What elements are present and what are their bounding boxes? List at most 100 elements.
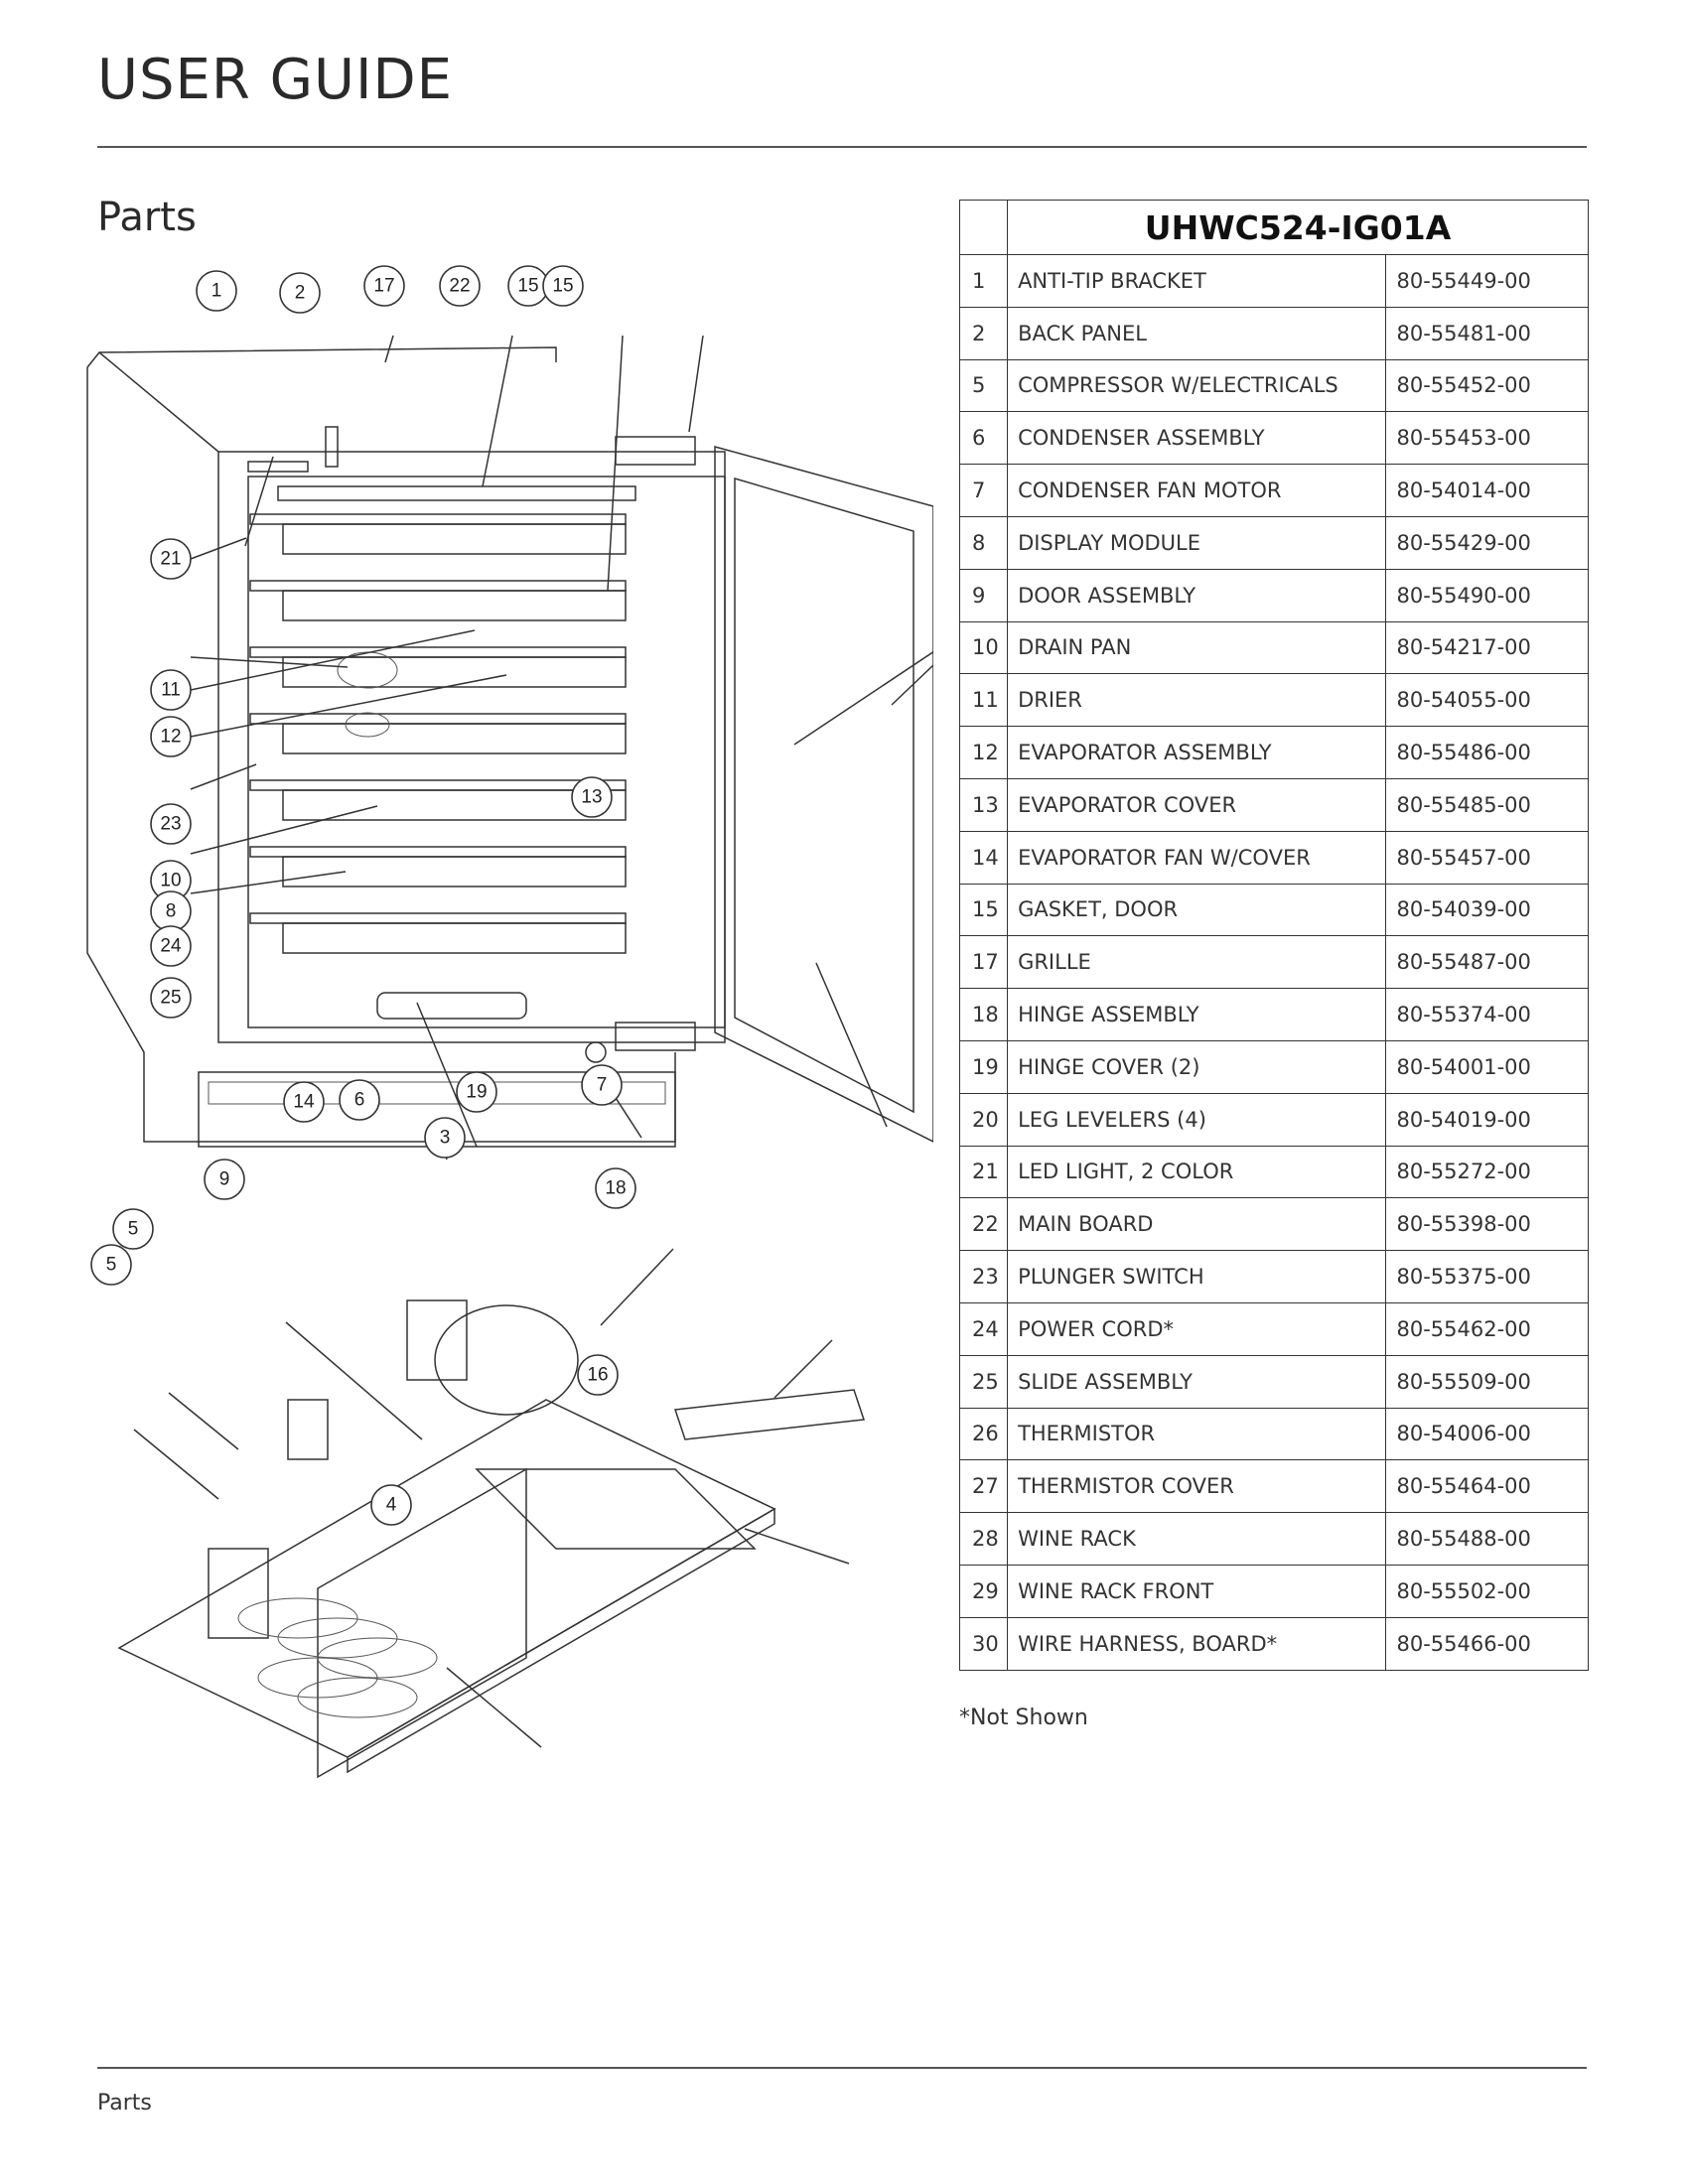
page-title: USER GUIDE [97,48,454,112]
cell-part: 80-55453-00 [1385,411,1589,466]
callout-label: 5 [106,1255,117,1276]
callout-24: 24 [150,925,192,967]
callout-label: 16 [587,1365,608,1386]
callout-label: 10 [160,871,181,891]
cell-name: WINE RACK FRONT [1007,1564,1387,1618]
cell-name: DOOR ASSEMBLY [1007,568,1387,622]
cabinet-illustration [86,346,933,1148]
callout-label: 21 [160,549,181,570]
cell-part: 80-55429-00 [1385,515,1589,570]
cell-num: 20 [958,1092,1009,1147]
cell-name: THERMISTOR COVER [1007,1459,1387,1514]
section-title: Parts [97,195,197,240]
cell-part: 80-55509-00 [1385,1354,1589,1409]
callout-label: 8 [166,901,177,922]
callout-25: 25 [150,977,192,1019]
cell-part: 80-54001-00 [1385,1039,1589,1094]
cell-part: 80-55481-00 [1385,306,1589,360]
cell-part: 80-55457-00 [1385,830,1589,885]
callout-label: 15 [552,276,573,297]
cell-num: 26 [958,1407,1009,1461]
callout-label: 14 [293,1092,315,1113]
callout-21: 21 [150,538,192,580]
callout-1: 1 [196,270,237,312]
cell-part: 80-54055-00 [1385,673,1589,728]
cell-num: 19 [958,1039,1009,1094]
condenser-coils [237,1597,438,1718]
callout-label: 18 [605,1178,626,1199]
cell-num: 17 [958,935,1009,990]
cell-part: 80-55487-00 [1385,935,1589,990]
cell-part: 80-55464-00 [1385,1459,1589,1514]
cell-num: 22 [958,1197,1009,1252]
callout-label: 25 [160,988,181,1009]
callout-label: 2 [295,283,306,304]
cell-num: 13 [958,777,1009,832]
cell-part: 80-55490-00 [1385,568,1589,622]
table-header-row: UHWC524-IG01A [958,200,1589,255]
cell-part: 80-55486-00 [1385,726,1589,779]
footer-divider [97,2067,1587,2069]
callout-label: 22 [449,276,470,297]
cell-part: 80-55398-00 [1385,1197,1589,1252]
footnote: *Not Shown [959,1706,1088,1730]
cell-name: COMPRESSOR W/ELECTRICALS [1007,358,1387,413]
cell-part: 80-55374-00 [1385,988,1589,1041]
callout-label: 23 [160,814,181,835]
callout-4: 4 [370,1484,412,1526]
callout-5: 5 [112,1208,154,1250]
callout-label: 11 [161,680,181,701]
cell-num: 24 [958,1301,1009,1356]
cell-num: 25 [958,1354,1009,1409]
cell-num: 15 [958,883,1009,937]
cell-num: 11 [958,673,1009,728]
cell-part: 80-55375-00 [1385,1250,1589,1303]
cell-num: 12 [958,726,1009,779]
cell-name: BACK PANEL [1007,306,1387,360]
model-number: UHWC524-IG01A [1007,200,1589,255]
callout-label: 6 [354,1090,365,1111]
callout-label: 12 [160,727,181,748]
cell-name: DRIER [1007,673,1387,728]
cell-num: 5 [958,358,1009,413]
cell-part: 80-55272-00 [1385,1145,1589,1199]
callout-15: 15 [507,265,549,307]
cell-num: 10 [958,620,1009,675]
callout-15: 15 [542,265,584,307]
cell-num: 21 [958,1145,1009,1199]
callout-23: 23 [150,803,192,845]
cell-part: 80-55485-00 [1385,777,1589,832]
cell-name: THERMISTOR [1007,1407,1387,1461]
cell-name: MAIN BOARD [1007,1197,1387,1252]
callout-10: 10 [150,860,192,901]
cell-num: 7 [958,464,1009,517]
cell-num: 8 [958,515,1009,570]
cell-part: 80-54014-00 [1385,464,1589,517]
callout-label: 19 [466,1082,487,1103]
callout-9: 9 [204,1159,245,1200]
cell-name: EVAPORATOR FAN W/COVER [1007,830,1387,885]
cell-name: EVAPORATOR ASSEMBLY [1007,726,1387,779]
callout-8: 8 [150,890,192,932]
callout-16: 16 [577,1354,619,1396]
callout-17: 17 [363,265,405,307]
callout-label: 1 [211,281,222,302]
cell-part: 80-54019-00 [1385,1092,1589,1147]
cell-name: GRILLE [1007,935,1387,990]
